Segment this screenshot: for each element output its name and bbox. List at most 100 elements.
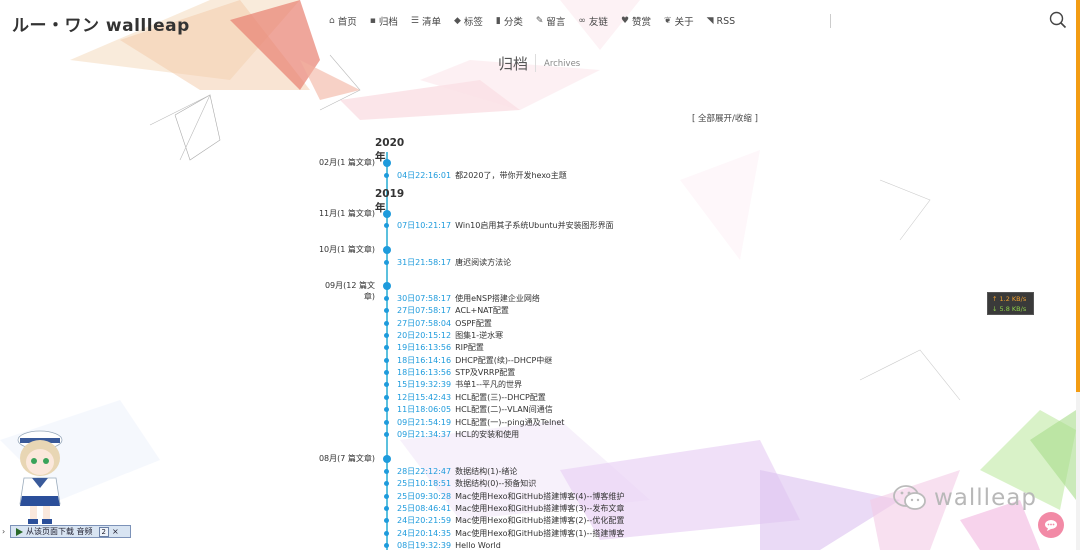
post-date[interactable]: 18日16:13:56 (397, 367, 452, 377)
post-title[interactable]: 唐迟阅读方法论 (455, 257, 512, 267)
post-title[interactable]: 数据结构(1)-绪论 (455, 466, 518, 476)
post-title[interactable]: Mac使用Hexo和GitHub搭建博客(3)--发布文章 (455, 503, 625, 513)
play-icon[interactable] (16, 527, 23, 536)
post-date[interactable]: 04日22:16:01 (397, 170, 452, 180)
bookmark-icon: ▮ (495, 16, 501, 26)
download-bar-label[interactable]: 从该页面下载 音频 (26, 527, 93, 536)
post-date[interactable]: 27日07:58:17 (397, 305, 452, 315)
post-date[interactable]: 20日20:15:12 (397, 330, 452, 340)
post-title[interactable]: 数据结构(0)--预备知识 (455, 478, 537, 488)
scrollbar-thumb[interactable] (1076, 0, 1080, 392)
nav-item-tag[interactable]: ◆标签 (454, 14, 483, 28)
post-date[interactable]: 11日18:06:05 (397, 404, 452, 414)
search-icon[interactable] (1049, 11, 1067, 29)
nav-item-home[interactable]: ⌂首页 (329, 14, 357, 28)
heart-icon: ♥ (620, 16, 630, 26)
post-date[interactable]: 15日19:32:39 (397, 379, 452, 389)
post-date[interactable]: 09日21:34:37 (397, 429, 452, 439)
post-title[interactable]: DHCP配置(续)--DHCP中继 (455, 355, 553, 365)
post-date[interactable]: 31日21:58:17 (397, 257, 452, 267)
post-date[interactable]: 28日22:12:47 (397, 466, 452, 476)
post-date[interactable]: 30日07:58:17 (397, 293, 452, 303)
nav-item-label: 分类 (503, 17, 523, 28)
post-date[interactable]: 25日09:30:28 (397, 491, 452, 501)
post-title[interactable]: 图集1-逆水寒 (455, 330, 504, 340)
nav-item-bookmark[interactable]: ▮分类 (496, 14, 523, 28)
nav-item-archive[interactable]: ▪归档 (370, 14, 398, 28)
audio-download-bar[interactable]: 从该页面下载 音频 2 × (10, 525, 131, 538)
post-title[interactable]: 书单1--平凡的世界 (455, 379, 522, 389)
post-title[interactable]: HCL的安装和使用 (455, 429, 520, 439)
nav-item-rss[interactable]: ◥RSS (707, 14, 736, 28)
post-date[interactable]: 18日16:14:16 (397, 355, 452, 365)
month-label[interactable]: 09月(12 篇文章) (324, 281, 375, 301)
site-logo[interactable]: ルー・ワン wallleap (12, 16, 190, 36)
post-title[interactable]: 使用eNSP搭建企业网络 (455, 293, 540, 303)
month-dot (383, 210, 391, 218)
post-title[interactable]: Mac使用Hexo和GitHub搭建博客(2)--优化配置 (455, 515, 625, 525)
post-title[interactable]: Mac使用Hexo和GitHub搭建博客(4)--博客维护 (455, 491, 625, 501)
nav-item-label: 标签 (463, 17, 483, 28)
nav-item-leaf[interactable]: ❦关于 (664, 14, 694, 28)
post-date[interactable]: 09日21:54:19 (397, 417, 452, 427)
post-title[interactable]: RIP配置 (455, 342, 484, 352)
mascot-character[interactable] (10, 426, 70, 526)
post-title[interactable]: OSPF配置 (455, 318, 492, 328)
nav-item-heart[interactable]: ♥赞赏 (621, 14, 651, 28)
post-date[interactable]: 25日10:18:51 (397, 478, 452, 488)
nav-item-list[interactable]: ☰清单 (411, 14, 441, 28)
post-date[interactable]: 24日20:14:35 (397, 528, 452, 538)
post-title[interactable]: Win10启用其子系统Ubuntu并安装图形界面 (455, 220, 614, 230)
nav-item-edit[interactable]: ✎留言 (536, 14, 566, 28)
post-title[interactable]: HCL配置(三)--DHCP配置 (455, 392, 546, 402)
close-icon[interactable]: × (112, 527, 119, 536)
month-label[interactable]: 08月(7 篇文章) (318, 454, 375, 463)
post-date[interactable]: 25日08:46:41 (397, 503, 452, 513)
post-title[interactable]: Hello World (455, 540, 501, 550)
expand-collapse-all-button[interactable]: [ 全部展开/收缩 ] (692, 114, 758, 124)
month-label[interactable]: 11月(1 篇文章) (318, 209, 375, 218)
post-title[interactable]: HCL配置(二)--VLAN间通信 (455, 404, 553, 414)
chat-button[interactable] (1038, 512, 1064, 538)
post-date[interactable]: 19日16:13:56 (397, 342, 452, 352)
month-label[interactable]: 02月(1 篇文章) (318, 158, 375, 167)
year-heading[interactable]: 2019年 (375, 188, 405, 214)
post-title[interactable]: STP及VRRP配置 (455, 367, 516, 377)
post-title[interactable]: HCL配置(一)--ping通及Telnet (455, 417, 565, 427)
post-date[interactable]: 24日20:21:59 (397, 515, 452, 525)
post-title[interactable]: Mac使用Hexo和GitHub搭建博客(1)--搭建博客 (455, 528, 625, 538)
nav-item-link[interactable]: ∞友链 (578, 14, 608, 28)
side-expand-arrow[interactable]: › (2, 527, 6, 536)
year-heading[interactable]: 2020年 (375, 137, 405, 163)
post-date[interactable]: 07日10:21:17 (397, 220, 452, 230)
post-date[interactable]: 08日19:32:39 (397, 540, 452, 550)
month-label[interactable]: 10月(1 篇文章) (318, 245, 375, 254)
post-title[interactable]: ACL+NAT配置 (455, 305, 509, 315)
post-title[interactable]: 都2020了，带你开发hexo主题 (455, 170, 567, 180)
post-date[interactable]: 27日07:58:04 (397, 318, 452, 328)
post-date[interactable]: 12日15:42:43 (397, 392, 452, 402)
wechat-watermark: wallleap (892, 484, 1037, 512)
